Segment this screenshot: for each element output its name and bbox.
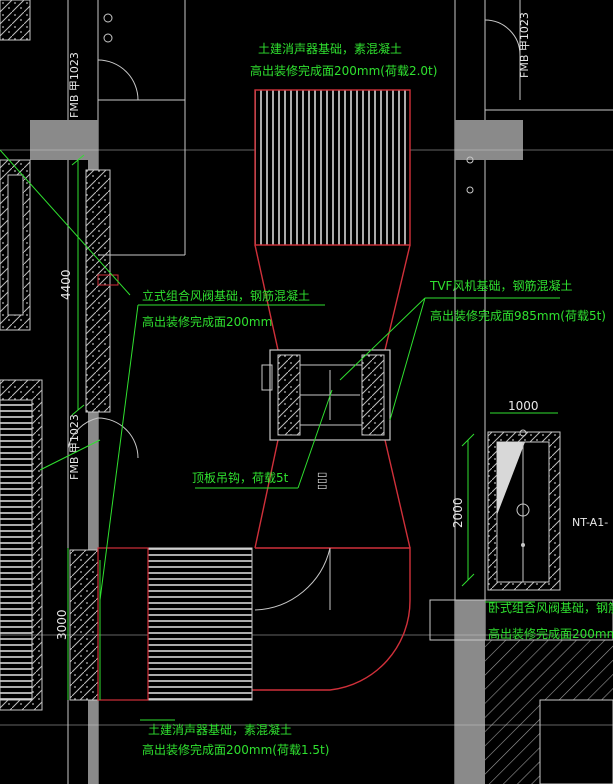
right-ahu-base — [487, 429, 561, 591]
door-mid-left — [67, 417, 139, 459]
top-muffler — [254, 89, 411, 246]
bottom-muffler-label-line2: 高出装修完成面200mm(荷载1.5t) — [142, 742, 329, 757]
hanger-label: 顶板吊钩，荷载5t — [192, 471, 289, 485]
leader-lines — [0, 149, 560, 721]
top-muffler-label-line2: 高出装修完成面200mm(荷载2.0t) — [250, 63, 437, 78]
svg-text:▯▯▯: ▯▯▯ — [315, 472, 328, 490]
door-tag-mid-left: FMB 甲1023 — [68, 414, 81, 480]
tvf-fan-base: ▯▯▯ — [261, 349, 391, 490]
dim-2000: 2000 — [451, 497, 465, 528]
left-ahu-label-line2: 高出装修完成面200mm — [142, 314, 272, 329]
door-top-left — [97, 13, 139, 101]
tvf-label-line2: 高出装修完成面985mm(荷载5t) — [430, 308, 606, 323]
bottom-muffler — [97, 547, 253, 701]
left-wall — [0, 0, 111, 784]
right-ahu-label-line2: 高出装修完成面200mm — [488, 626, 613, 641]
top-muffler-label-line1: 土建消声器基础，素混凝土 — [258, 41, 402, 56]
dimension-lines — [67, 154, 558, 700]
right-ahu-label-line1: 卧式组合风阀基础，钢筋混凝土 — [488, 600, 613, 615]
right-wall — [429, 0, 613, 784]
door-tag-top-right: FMB 甲1023 — [518, 12, 531, 78]
upper-partitions — [0, 0, 613, 726]
door-top-right — [466, 0, 521, 194]
dim-3000: 3000 — [55, 609, 69, 640]
bottom-muffler-label-line1: 土建消声器基础，素混凝土 — [148, 722, 292, 737]
dim-1000: 1000 — [508, 399, 539, 413]
tvf-label-line1: TVF风机基础，钢筋混凝土 — [429, 278, 572, 293]
dim-4400: 4400 — [59, 269, 73, 300]
nt-tag: NT-A1- — [572, 516, 608, 529]
left-ahu-label-line1: 立式组合风阀基础，钢筋混凝土 — [142, 288, 310, 303]
door-tag-top-left: FMB 甲1023 — [68, 52, 81, 118]
left-ahu-marker — [97, 274, 119, 286]
bottom-duct — [250, 547, 411, 691]
